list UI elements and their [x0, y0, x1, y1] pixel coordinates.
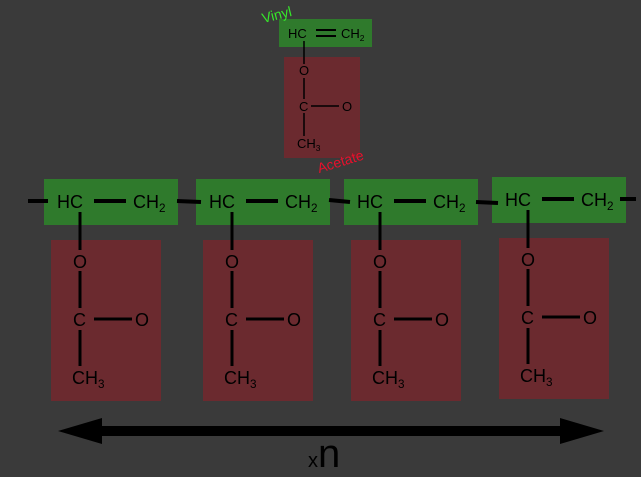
unit-2-o-ester: O [225, 252, 240, 272]
monomer-c: C [299, 99, 309, 114]
unit-4-o-carbonyl: O [583, 308, 598, 328]
unit-2-ch3: CH3 [224, 368, 257, 392]
unit-2-o-carbonyl: O [287, 310, 302, 330]
monomer-ch2: CH2 [341, 26, 365, 43]
monomer-hc: HC [288, 26, 307, 41]
unit-3-o-ester: O [373, 252, 388, 272]
monomer-ch3: CH3 [297, 136, 321, 153]
monomer-o-carbonyl: O [342, 99, 353, 114]
unit-2-c: C [225, 310, 238, 330]
unit-1-c: C [73, 310, 86, 330]
monomer-vinyl-box [279, 19, 372, 47]
multiplier-x: x [308, 450, 318, 472]
unit-3-ch2: CH2 [433, 192, 466, 216]
unit-3-ch3: CH3 [372, 368, 405, 392]
unit-2-hc: HC [209, 192, 235, 212]
unit-3-c: C [373, 310, 386, 330]
repeat-multiplier: xn [308, 432, 340, 477]
unit-1-hc: HC [57, 192, 83, 212]
monomer-o-ester: O [299, 63, 310, 78]
unit-4-c: C [521, 308, 534, 328]
unit-4-ch2: CH2 [581, 190, 614, 214]
unit-4-ch3: CH3 [520, 366, 553, 390]
unit-2-ch2: CH2 [285, 192, 318, 216]
unit-4-hc: HC [505, 190, 531, 210]
unit-4-o-ester: O [521, 250, 536, 270]
multiplier-n: n [318, 432, 341, 476]
unit-1-ch3: CH3 [72, 368, 105, 392]
unit-3-hc: HC [357, 192, 383, 212]
unit-1-o-ester: O [73, 252, 88, 272]
unit-3-o-carbonyl: O [435, 310, 450, 330]
monomer-acetate-box [284, 57, 360, 158]
unit-1-o-carbonyl: O [135, 310, 150, 330]
unit-1-ch2: CH2 [133, 192, 166, 216]
